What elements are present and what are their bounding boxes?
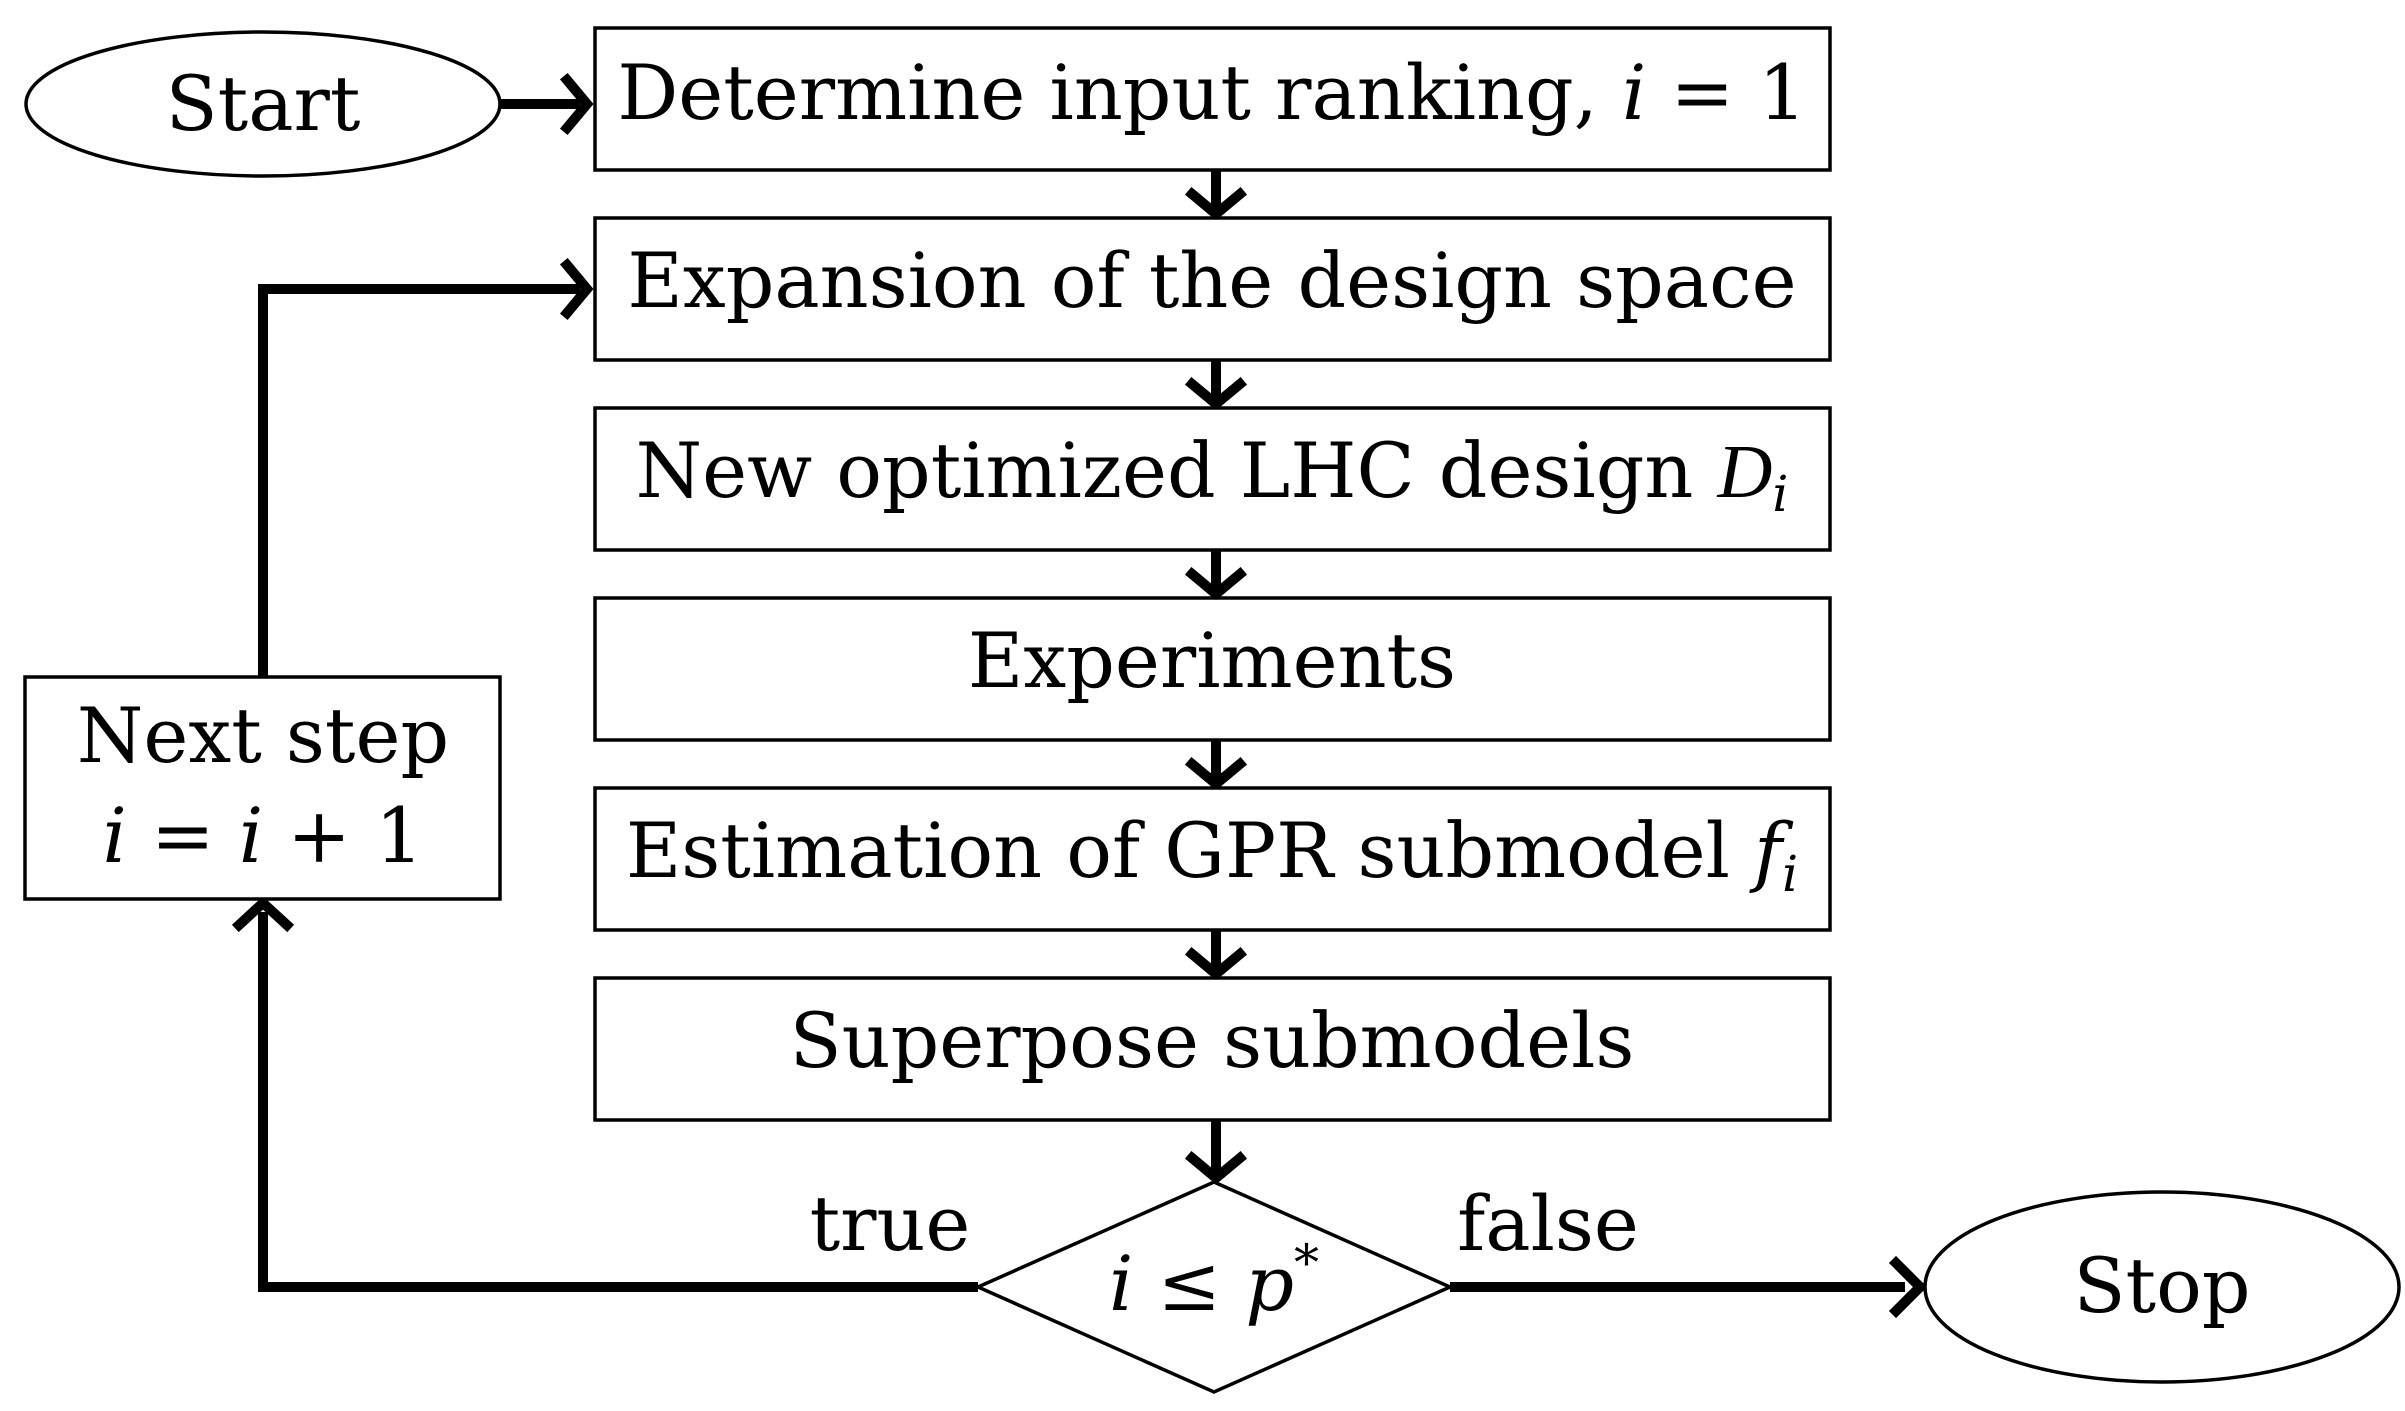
- arrow-decision-to-stop: [1450, 1255, 1928, 1319]
- false-edge-label: false: [1457, 1179, 1639, 1268]
- ranking-node: Determine input ranking, i = 1: [593, 26, 1832, 172]
- arrow-decision-to-next-step: [231, 896, 978, 1292]
- start-label: Start: [166, 59, 361, 148]
- arrow-next-step-to-expansion: [258, 257, 594, 677]
- arrow-expansion-to-lhc: [1184, 360, 1248, 411]
- arrow-experiments-to-gpr: [1184, 740, 1248, 791]
- next-step-node: Next step i = i + 1: [23, 675, 502, 901]
- stop-label: Stop: [2073, 1241, 2250, 1330]
- arrow-gpr-to-superpose: [1184, 930, 1248, 981]
- arrow-start-to-ranking: [500, 72, 594, 136]
- gpr-node: Estimation of GPR submodel fi: [593, 786, 1832, 932]
- arrow-lhc-to-experiments: [1184, 550, 1248, 601]
- stop-node: Stop: [1923, 1190, 2401, 1384]
- superpose-node: Superpose submodels: [593, 976, 1832, 1122]
- superpose-label: Superpose submodels: [790, 996, 1635, 1085]
- ranking-label: Determine input ranking, i = 1: [617, 48, 1806, 137]
- expansion-label: Expansion of the design space: [627, 236, 1796, 325]
- lhc-label: New optimized LHC design Di: [636, 426, 1789, 523]
- next-step-line1: Next step: [77, 691, 449, 780]
- decision-label: i ≤ p*: [1109, 1234, 1319, 1328]
- true-edge-label: true: [810, 1179, 971, 1268]
- arrow-superpose-to-decision: [1184, 1120, 1248, 1185]
- experiments-node: Experiments: [593, 596, 1832, 742]
- experiments-label: Experiments: [968, 616, 1456, 705]
- arrow-ranking-to-expansion: [1184, 170, 1248, 221]
- next-step-line2: i = i + 1: [103, 791, 424, 880]
- start-node: Start: [24, 30, 502, 178]
- expansion-node: Expansion of the design space: [593, 216, 1832, 362]
- decision-node: i ≤ p*: [973, 1180, 1455, 1394]
- gpr-label: Estimation of GPR submodel fi: [626, 806, 1798, 903]
- lhc-node: New optimized LHC design Di: [593, 406, 1832, 552]
